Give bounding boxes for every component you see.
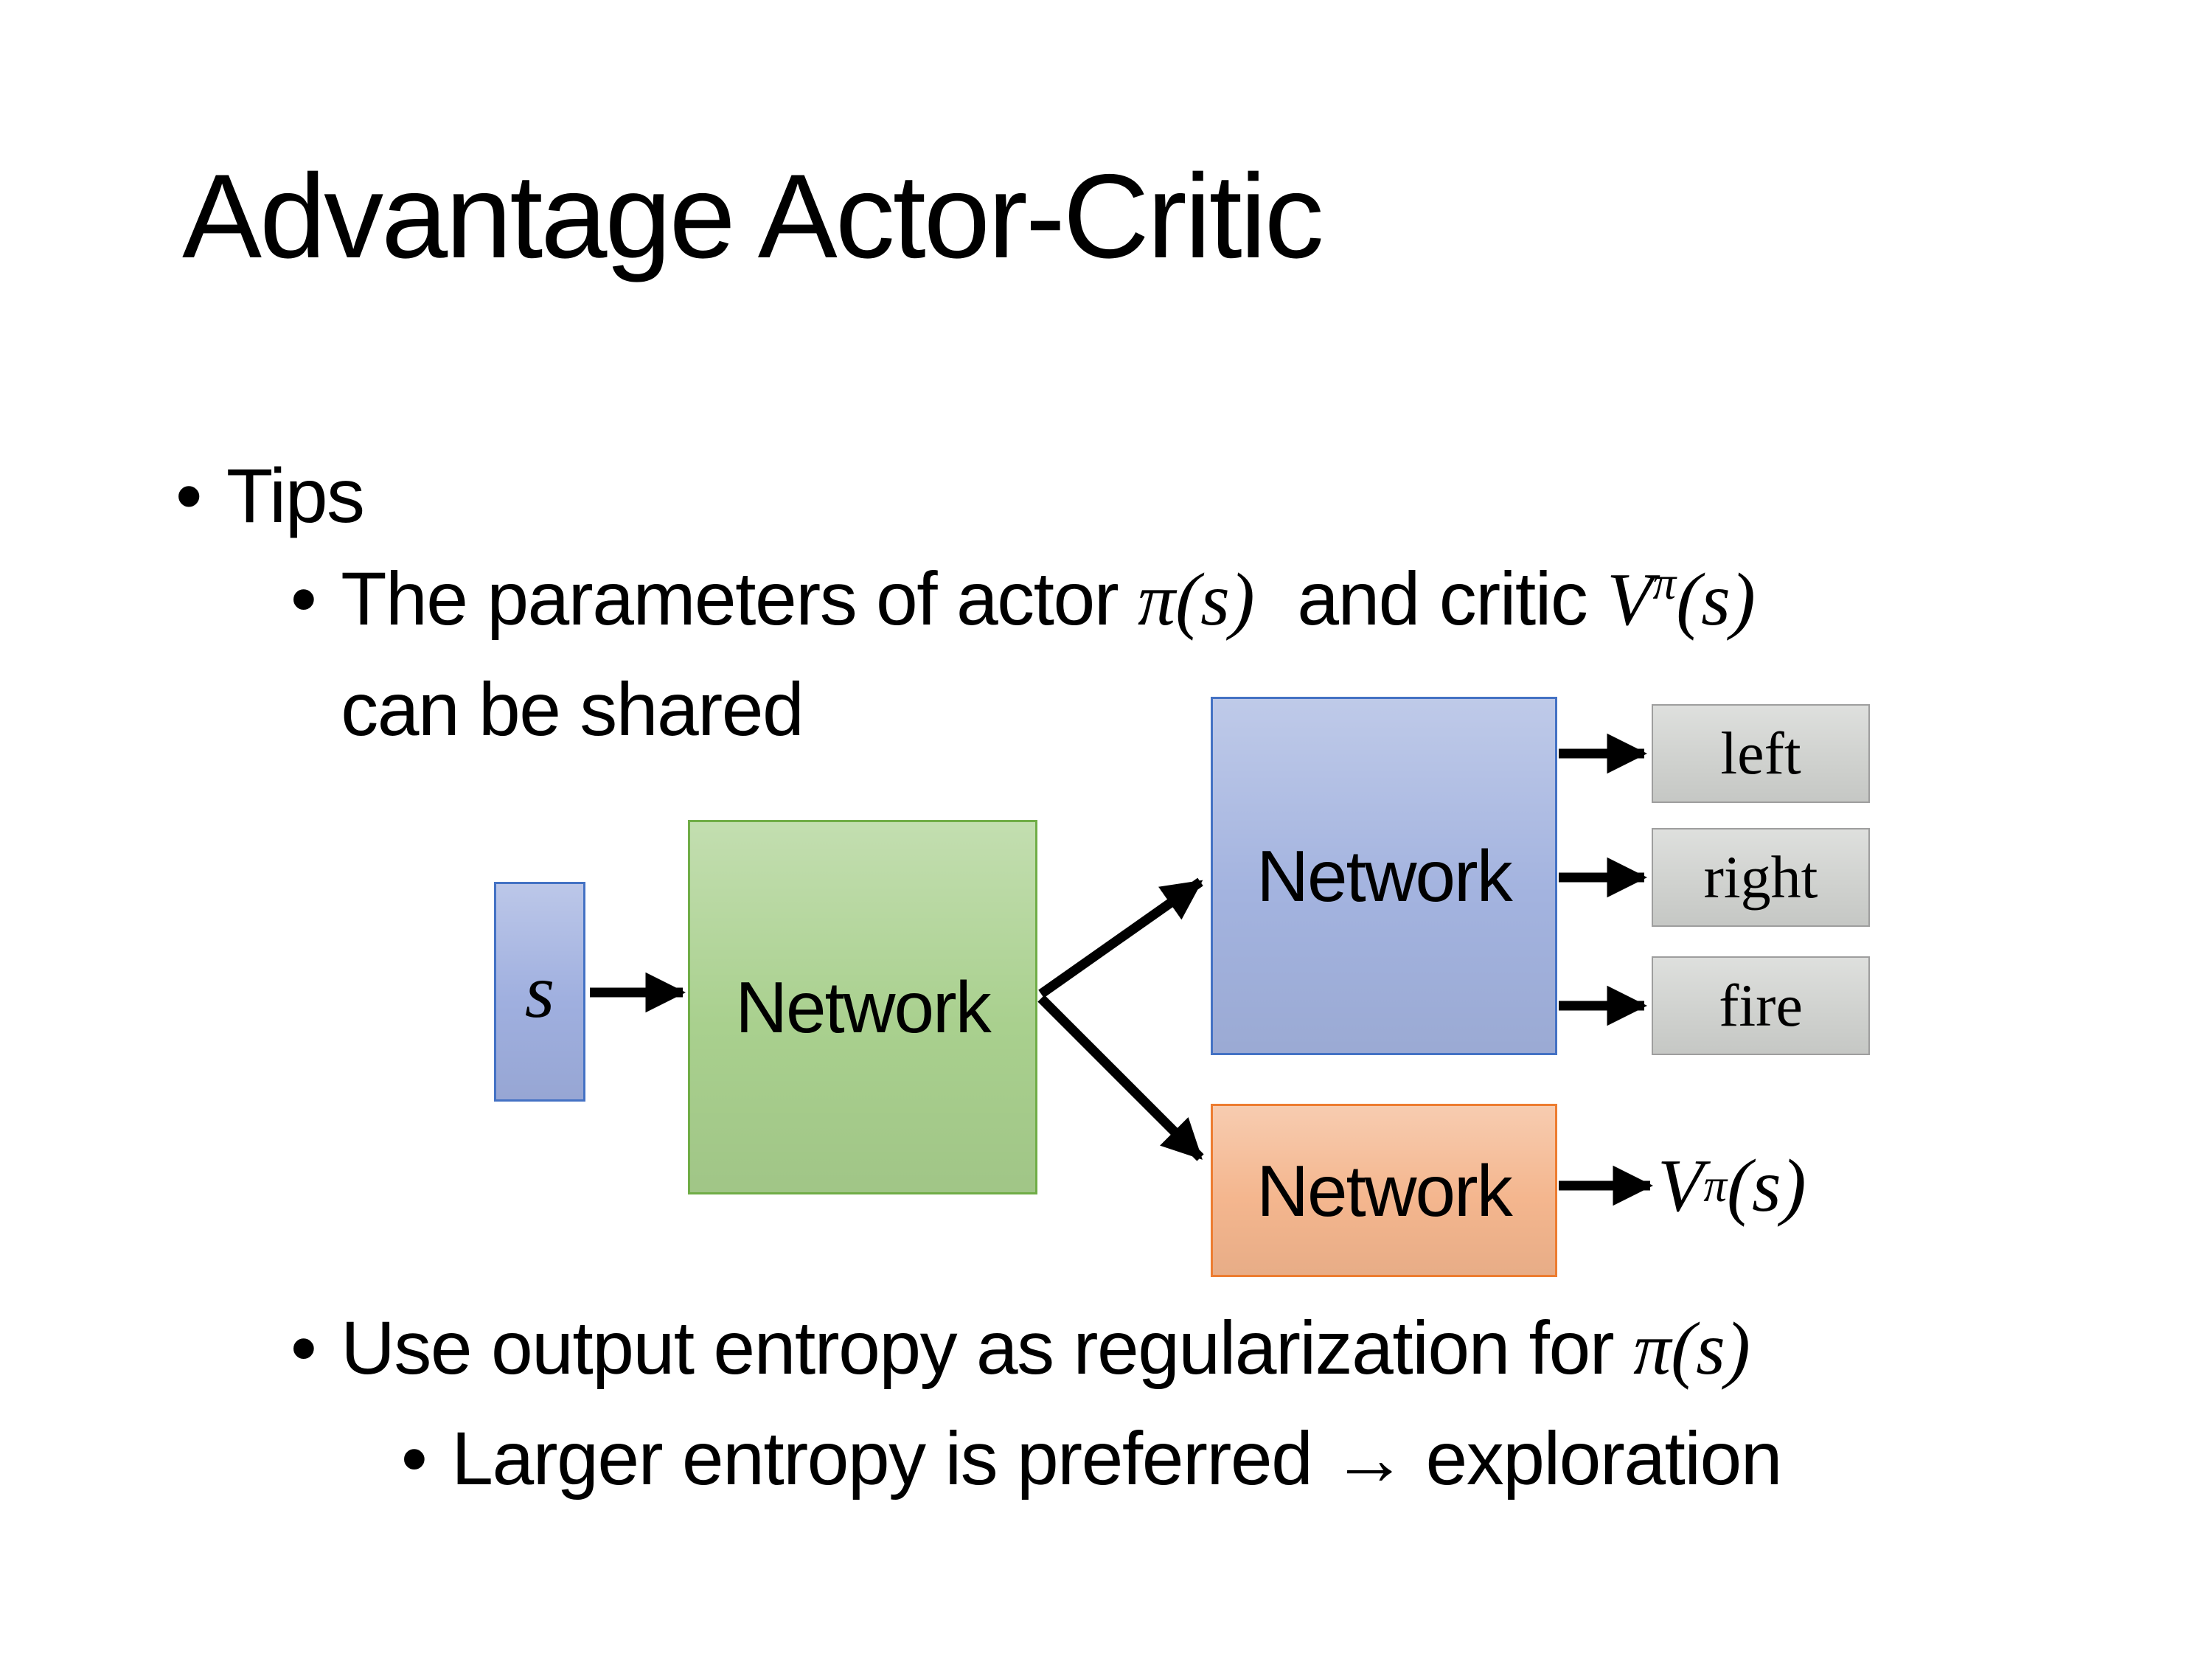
critic-value-args: (s) xyxy=(1676,558,1756,641)
bullet-marker: • xyxy=(175,453,202,539)
action-box-fire: fire xyxy=(1652,956,1870,1055)
critic-value-base: V xyxy=(1607,558,1653,641)
critic-value-math: Vπ(s) xyxy=(1607,558,1756,641)
arrow-shared-to-critic xyxy=(1037,995,1204,1161)
bullet-exploration: • Larger entropy is preferred → explorat… xyxy=(401,1410,1783,1508)
parameters-text-pre: The parameters of actor xyxy=(341,557,1138,641)
bullet-tips: • Tips xyxy=(175,447,365,546)
bullet-marker: • xyxy=(291,1306,317,1390)
state-box: s xyxy=(494,882,585,1102)
critic-network-box: Network xyxy=(1211,1104,1557,1277)
arrow-shared-to-actor xyxy=(1038,877,1203,998)
action-label-left: left xyxy=(1720,720,1801,787)
action-box-left: left xyxy=(1652,704,1870,803)
bullet-parameters-line1: The parameters of actor π(s) and critic … xyxy=(341,544,1756,655)
action-label-fire: fire xyxy=(1719,972,1803,1039)
entropy-policy-math: π(s) xyxy=(1633,1307,1750,1391)
actor-network-box: Network xyxy=(1211,697,1557,1055)
bullet-entropy-text: Use output entropy as regularization for… xyxy=(341,1299,1750,1399)
value-output-args: (s) xyxy=(1727,1144,1806,1228)
bullet-parameters-line2: can be shared xyxy=(341,667,804,751)
bullet-parameters-text: The parameters of actor π(s) and critic … xyxy=(341,544,1756,764)
value-output-base: V xyxy=(1658,1144,1704,1228)
bullet-marker: • xyxy=(291,557,317,641)
bullet-parameters-shared: • The parameters of actor π(s) and criti… xyxy=(291,544,1756,764)
shared-network-label: Network xyxy=(735,967,991,1048)
bullet-entropy-regularization: • Use output entropy as regularization f… xyxy=(291,1299,1750,1399)
critic-network-label: Network xyxy=(1256,1150,1512,1231)
slide-title: Advantage Actor-Critic xyxy=(182,150,1324,283)
entropy-text-pre: Use output entropy as regularization for xyxy=(341,1306,1634,1390)
bullet-exploration-label: Larger entropy is preferred → exploratio… xyxy=(451,1416,1782,1500)
actor-policy-math: π(s) xyxy=(1138,558,1255,641)
state-label: s xyxy=(524,949,555,1034)
shared-network-box: Network xyxy=(688,820,1037,1194)
action-box-right: right xyxy=(1652,828,1870,927)
action-label-right: right xyxy=(1703,844,1818,911)
bullet-marker: • xyxy=(401,1416,428,1500)
actor-network-label: Network xyxy=(1256,835,1512,917)
parameters-text-mid: and critic xyxy=(1277,557,1607,641)
critic-value-superscript: π xyxy=(1652,557,1677,610)
bullet-tips-label: Tips xyxy=(226,453,365,539)
